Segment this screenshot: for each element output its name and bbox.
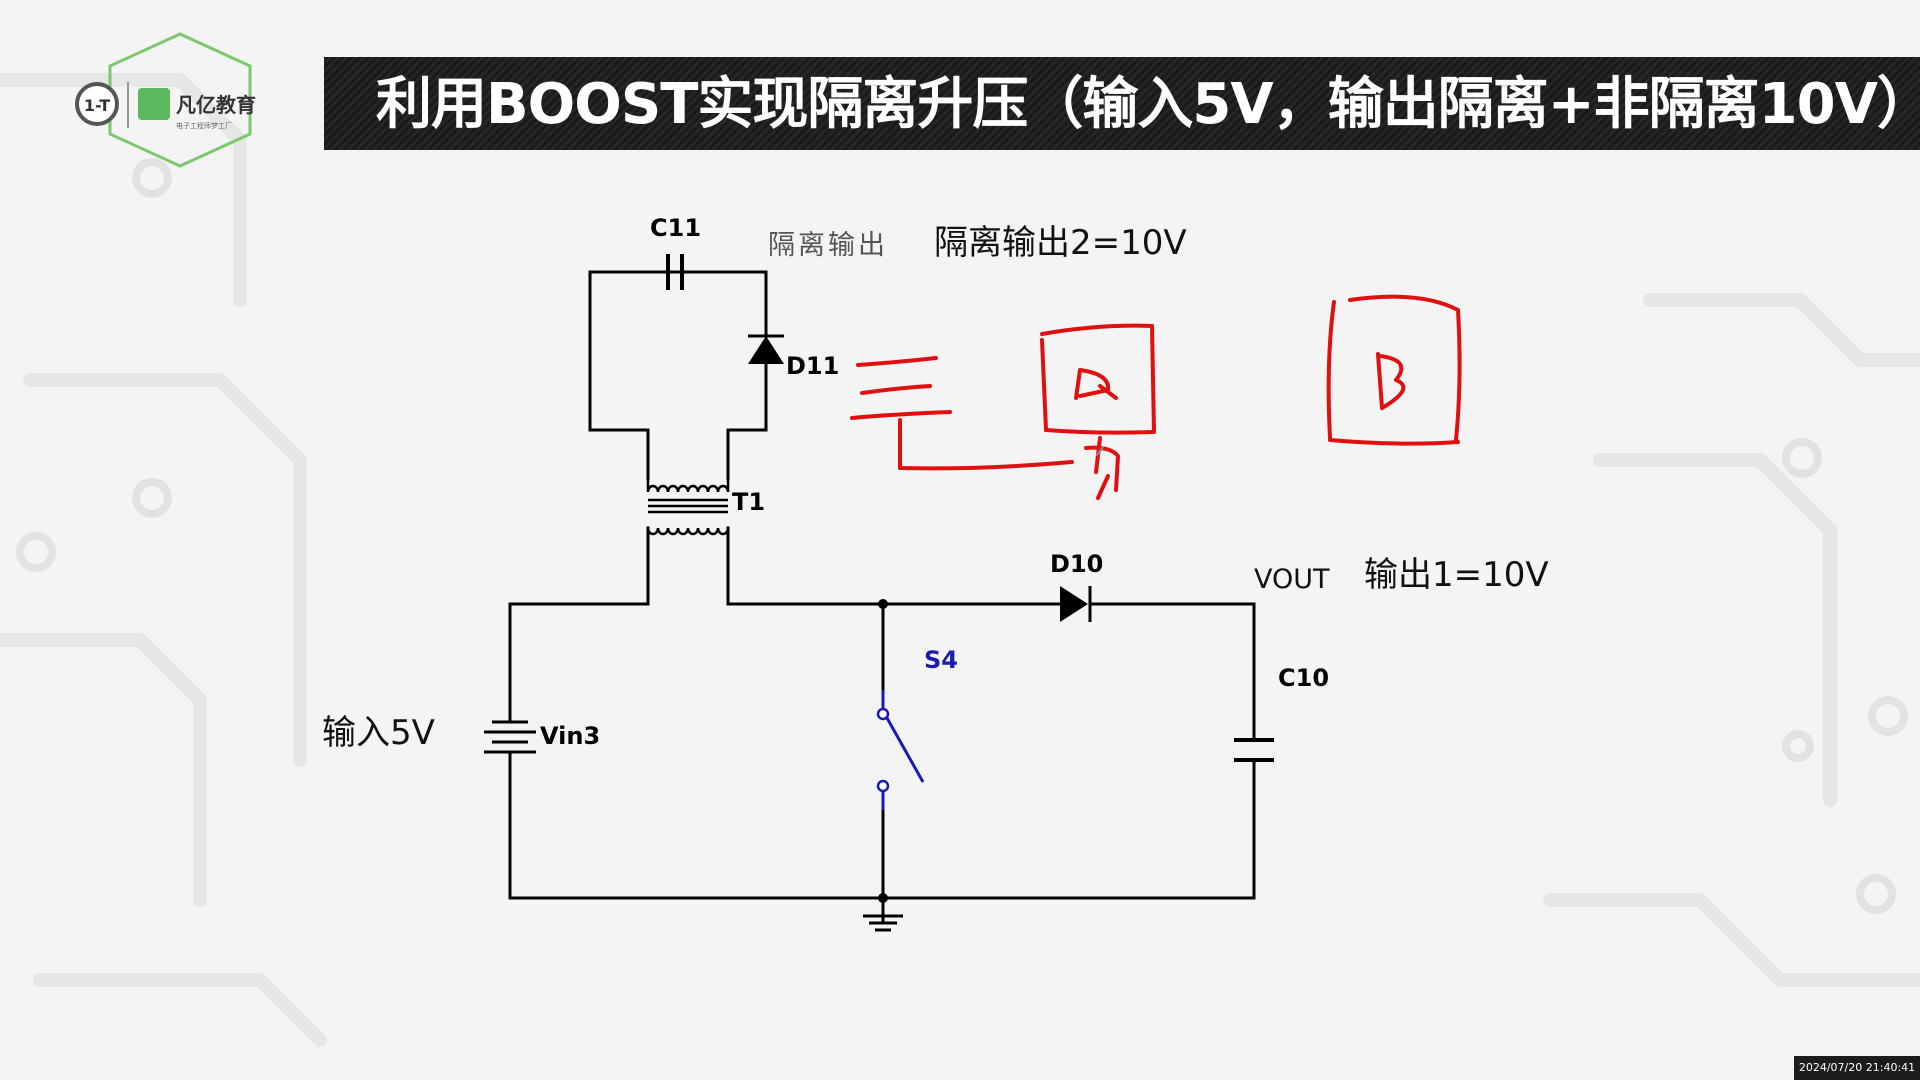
logo-hexagon [108,32,252,168]
logo-square-icon [138,88,170,120]
label-c10: C10 [1278,664,1329,692]
handwritten-squiggle-1 [850,356,1074,471]
junction-dot [878,893,888,903]
label-c11: C11 [650,214,701,242]
junction-dot [878,599,888,609]
label-vin3: Vin3 [540,722,600,750]
logo: 1-T 凡亿教育 电子工程师梦工厂 [75,32,256,168]
wire [588,270,650,480]
diode-d10 [1060,586,1092,622]
logo-mark: 1-T [84,96,110,115]
label-isolated-output: 隔离输出 [768,230,888,261]
transformer-t1 [646,478,730,536]
switch-s4 [876,604,925,898]
page-title: 利用BOOST实现隔离升压（输入5V，输出隔离+非隔离10V） [376,72,1920,137]
capacitor-c11 [666,254,690,290]
logo-circle-icon [75,82,119,126]
label-isolated-output-2: 隔离输出2=10V [934,223,1187,263]
diode-d11 [748,334,784,364]
timestamp: 2024/07/20 21:40:41 [1794,1056,1920,1080]
capacitor-c10 [1234,738,1274,770]
label-vout: VOUT [1254,564,1330,595]
handwritten-box-2 [1326,294,1462,446]
label-output-1: 输出1=10V [1364,555,1549,595]
label-s4: S4 [924,646,958,674]
label-d10: D10 [1050,550,1103,578]
cursor-mark [1096,446,1104,456]
label-t1: T1 [732,488,765,516]
handwritten-box-1 [1040,323,1156,500]
ground-symbol [863,914,903,932]
wire [726,526,1062,606]
wire [726,362,768,480]
logo-tagline: 电子工程师梦工厂 [176,121,232,130]
logo-brand-name: 凡亿教育 [176,93,256,117]
battery-vin3 [484,720,536,754]
label-input-5v: 输入5V [322,713,435,753]
wire [1088,602,1256,742]
title-bar: 利用BOOST实现隔离升压（输入5V，输出隔离+非隔离10V） [324,57,1920,150]
label-d11: D11 [786,352,839,380]
wire [688,270,768,338]
wire [508,526,650,724]
